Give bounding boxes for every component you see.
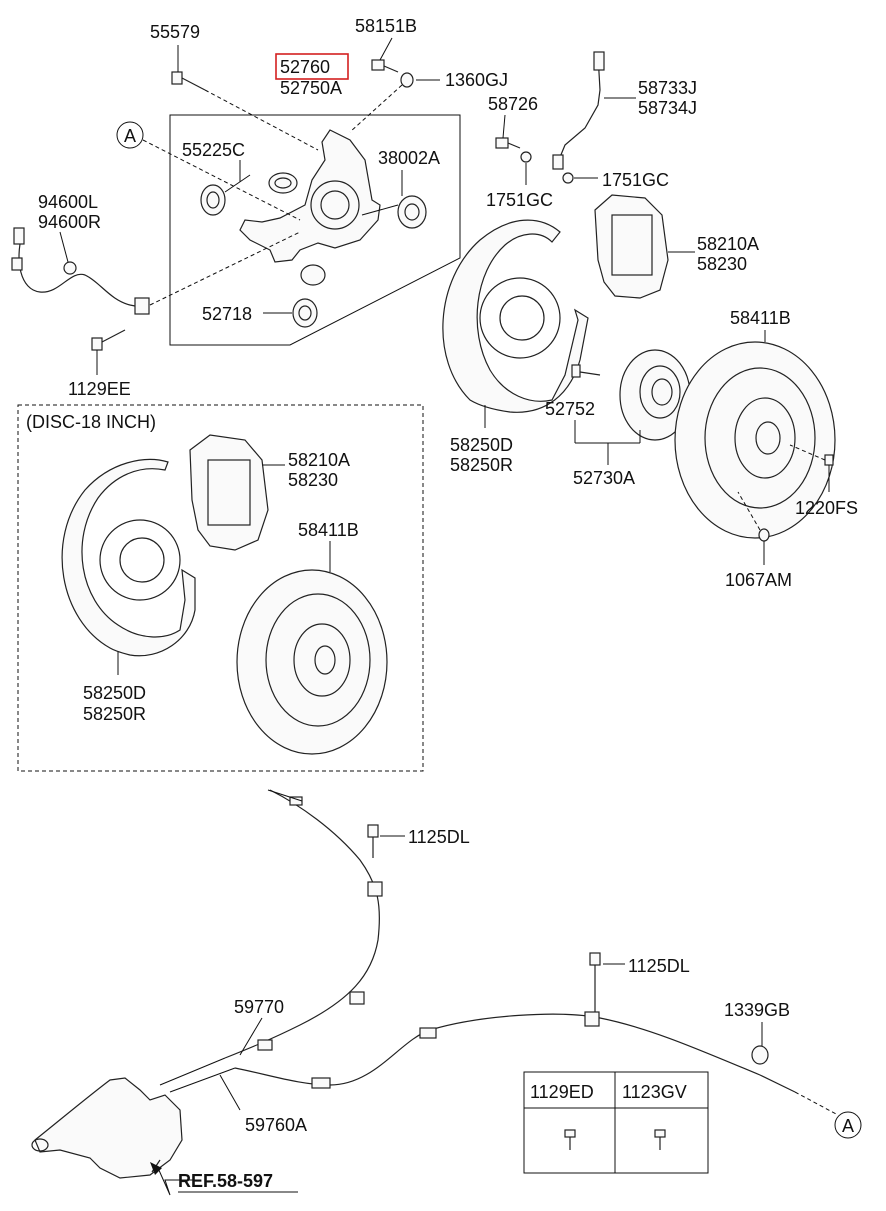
bolt-58726	[495, 114, 598, 185]
ref-a-circle-top[interactable]: A	[116, 121, 144, 149]
label-1129ee[interactable]: 1129EE	[68, 379, 131, 399]
label-52752[interactable]: 52752	[545, 399, 595, 419]
label-58411b-upper[interactable]: 58411B	[730, 308, 791, 328]
label-58250r-lower[interactable]: 58250R	[83, 704, 146, 724]
label-1751gc-left[interactable]: 1751GC	[486, 190, 553, 210]
label-58210a-lower[interactable]: 58210A	[288, 450, 350, 470]
label-55579[interactable]: 55579	[150, 22, 200, 42]
label-94600r[interactable]: 94600R	[38, 212, 101, 232]
label-58230-upper[interactable]: 58230	[697, 254, 747, 274]
label-58230-lower[interactable]: 58230	[288, 470, 338, 490]
label-1125dl-bottom[interactable]: 1125DL	[628, 956, 690, 976]
bolt-1129ed-icon	[564, 1129, 576, 1150]
label-59760a[interactable]: 59760A	[245, 1115, 307, 1135]
label-58210a-upper[interactable]: 58210A	[697, 234, 759, 254]
caliper-upper	[594, 194, 695, 299]
label-1751gc-right[interactable]: 1751GC	[602, 170, 669, 190]
label-58250d-lower[interactable]: 58250D	[83, 683, 146, 703]
bolt-1123gv-icon	[654, 1129, 666, 1150]
table-header-1129ed[interactable]: 1129ED	[530, 1082, 594, 1102]
bolt-55579	[171, 45, 319, 151]
ref-a-bottom-label: A	[842, 1116, 854, 1136]
knuckle-assembly-group	[169, 114, 461, 346]
ref-arrowhead	[150, 1162, 162, 1175]
parking-brake-cables	[159, 789, 839, 1116]
label-52760[interactable]: 52760	[280, 57, 330, 77]
label-58734j[interactable]: 58734J	[638, 98, 697, 118]
label-58733j[interactable]: 58733J	[638, 78, 697, 98]
label-1125dl-top[interactable]: 1125DL	[408, 827, 470, 847]
label-58151b[interactable]: 58151B	[355, 16, 417, 36]
label-1067am[interactable]: 1067AM	[725, 570, 792, 590]
bolt-1129ee	[91, 329, 126, 375]
label-58250d-upper[interactable]: 58250D	[450, 435, 513, 455]
label-38002a[interactable]: 38002A	[378, 148, 440, 168]
label-52730a[interactable]: 52730A	[573, 468, 635, 488]
table-header-1123gv[interactable]: 1123GV	[622, 1082, 687, 1102]
ref-a-circle-bottom[interactable]: A	[834, 1111, 862, 1139]
brake-hose-58733j	[552, 51, 636, 170]
label-94600l[interactable]: 94600L	[38, 192, 98, 212]
bolt-58151b	[349, 37, 440, 133]
ref-arrow	[157, 1167, 200, 1196]
label-1360gj[interactable]: 1360GJ	[445, 70, 508, 90]
abs-sensor-94600l	[11, 227, 301, 315]
label-59770[interactable]: 59770	[234, 997, 284, 1017]
label-55225c[interactable]: 55225C	[182, 140, 245, 160]
highlight-box-52760	[275, 53, 349, 80]
backing-plate-upper	[442, 219, 589, 428]
label-52750a[interactable]: 52750A	[280, 78, 342, 98]
ref-a-line-top	[142, 139, 301, 221]
label-1220fs[interactable]: 1220FS	[795, 498, 858, 518]
label-58411b-lower[interactable]: 58411B	[298, 520, 359, 540]
disc-18-inch-group	[17, 404, 424, 772]
ref-a-top-label: A	[124, 126, 136, 146]
label-58726[interactable]: 58726	[488, 94, 538, 114]
brake-disc-upper	[674, 330, 836, 565]
label-1339gb[interactable]: 1339GB	[724, 1000, 790, 1020]
label-52718[interactable]: 52718	[202, 304, 252, 324]
ref-58-597-link[interactable]: REF.58-597	[178, 1171, 273, 1191]
label-58250r-upper[interactable]: 58250R	[450, 455, 513, 475]
parking-brake-lever	[31, 1077, 183, 1179]
fastener-table	[523, 1071, 709, 1174]
disc-18-inch-title: (DISC-18 INCH)	[26, 412, 156, 432]
